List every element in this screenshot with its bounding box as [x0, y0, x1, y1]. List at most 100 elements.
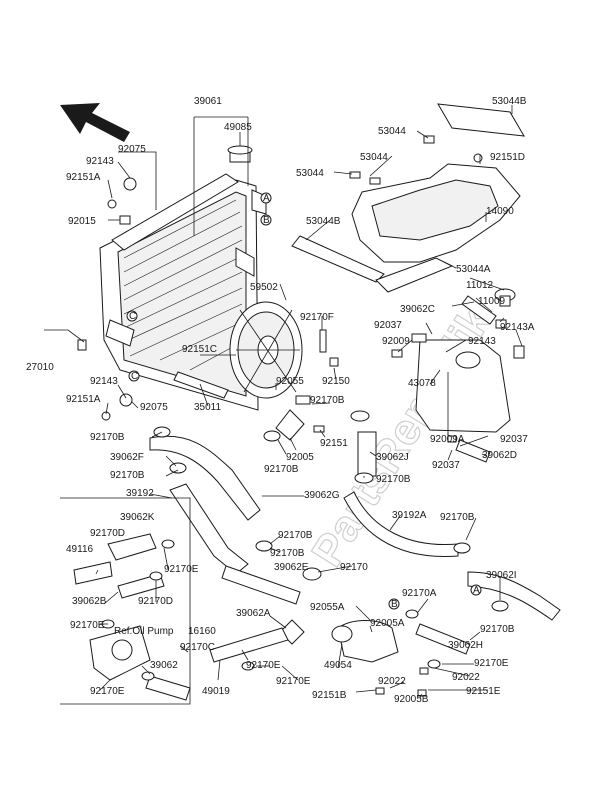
label-53044b-lower: 53044B	[306, 216, 341, 227]
label-92151: 92151	[320, 438, 348, 449]
label-92151c: 92151C	[182, 344, 217, 355]
label-53044a: 53044A	[456, 264, 491, 275]
label-27010: 27010	[26, 362, 54, 373]
label-92150: 92150	[322, 376, 350, 387]
thermostat-housing-92055a	[337, 620, 399, 663]
drain-plug-27010	[77, 339, 87, 351]
label-53044b-top: 53044B	[492, 96, 527, 107]
label-92170: 92170	[340, 562, 368, 573]
label-92170b-fan: 92170B	[264, 464, 299, 475]
radiator	[77, 145, 267, 411]
hose-clamps	[101, 410, 509, 681]
label-92170b-right: 92170B	[440, 512, 475, 523]
part-labels: 39061 49085 92075 92143 92151A 92015 530…	[26, 96, 535, 705]
label-92005b: 92005B	[394, 694, 429, 705]
label-92170b-j: 92170B	[376, 474, 411, 485]
label-53044-top: 53044	[378, 126, 406, 137]
radiator-shroud-covers	[291, 103, 525, 293]
label-39062a: 39062A	[236, 608, 271, 619]
label-59502: 59502	[250, 282, 278, 293]
label-39192: 39192	[126, 488, 154, 499]
label-92170b-lower2: 92170B	[270, 548, 305, 559]
label-92143-lower: 92143	[90, 376, 118, 387]
label-92005: 92005	[286, 452, 314, 463]
label-92170f: 92170F	[300, 312, 334, 323]
callout-a-lower	[470, 584, 482, 596]
hose-39192a	[343, 491, 459, 557]
hose-39062j	[357, 431, 377, 477]
pipe-49019	[209, 627, 289, 663]
label-39062c: 39062C	[400, 304, 435, 315]
label-92015: 92015	[68, 216, 96, 227]
label-92022-left: 92022	[378, 676, 406, 687]
callout-c-upper-label: C	[129, 311, 136, 322]
hose-39062k	[107, 533, 157, 561]
oil-pump-area-box	[60, 497, 191, 705]
label-11012: 11012	[466, 280, 494, 291]
label-92143-upper: 92143	[86, 156, 114, 167]
label-92170e-box: 92170E	[164, 564, 199, 575]
hose-39062b	[117, 573, 165, 599]
label-92170e-pump: 92170E	[70, 620, 105, 631]
label-92005a: 92005A	[370, 618, 405, 629]
label-92037-lower: 92037	[432, 460, 460, 471]
label-92170b-lower1: 92170B	[278, 530, 313, 541]
label-92170e-bottom: 92170E	[90, 686, 125, 697]
label-92075-lower: 92075	[140, 402, 168, 413]
label-92170b-thermo: 92170B	[480, 624, 515, 635]
label-92151b: 92151B	[312, 690, 347, 701]
label-39062i: 39062I	[486, 570, 517, 581]
callout-a-top-label: A	[263, 193, 270, 204]
label-92151d: 92151D	[490, 152, 525, 163]
callout-markers: A B C C B A	[126, 192, 482, 610]
trim-strip-53044b	[291, 235, 385, 283]
label-39061: 39061	[194, 96, 222, 107]
label-92170b-center: 92170B	[310, 395, 345, 406]
label-39062: 39062	[150, 660, 178, 671]
callout-b-top-label: B	[263, 215, 270, 226]
callout-b-lower-label: B	[391, 599, 398, 610]
callout-a-top	[260, 192, 272, 204]
label-92170b-hose: 92170B	[110, 470, 145, 481]
hose-joint-92005	[275, 409, 305, 441]
label-43078: 43078	[408, 378, 436, 389]
radiator-core-fins	[123, 199, 243, 371]
callout-b-lower	[388, 598, 400, 610]
label-16160: 16160	[188, 626, 216, 637]
label-92151a-lower: 92151A	[66, 394, 101, 405]
label-92170d-lower: 92170D	[138, 596, 173, 607]
label-35011: 35011	[194, 402, 222, 413]
callout-c-upper	[126, 310, 138, 322]
callout-c-lower	[128, 370, 140, 382]
hose-39062h	[415, 623, 471, 655]
label-92170d-upper: 92170D	[90, 528, 125, 539]
reservoir-tank	[415, 288, 516, 438]
label-49085: 49085	[224, 122, 252, 133]
coolant-hoses	[149, 247, 561, 621]
pipe-49116	[73, 561, 113, 585]
label-39062j: 39062J	[376, 452, 409, 463]
hose-39062d	[455, 439, 491, 463]
label-39062h: 39062H	[448, 640, 483, 651]
label-39062b: 39062B	[72, 596, 107, 607]
label-92151a-upper: 92151A	[66, 172, 101, 183]
thermostat-49054	[331, 625, 353, 643]
front-direction-arrow-icon	[60, 103, 130, 142]
hose-39192	[169, 483, 249, 575]
label-39062f: 39062F	[110, 452, 144, 463]
label-92009: 92009	[382, 336, 410, 347]
label-92009a: 92009A	[430, 434, 465, 445]
hose-39062i	[467, 571, 561, 621]
label-92055: 92055	[276, 376, 304, 387]
callout-a-lower-label: A	[473, 585, 480, 596]
label-92055a: 92055A	[310, 602, 345, 613]
label-92022-right: 92022	[452, 672, 480, 683]
label-92143-right: 92143	[468, 336, 496, 347]
small-hardware	[101, 177, 525, 697]
label-92143a: 92143A	[500, 322, 535, 333]
thermostat-assembly	[209, 619, 471, 663]
label-92170e-lower: 92170E	[276, 676, 311, 687]
trim-strip-53044a	[375, 257, 454, 293]
label-53044-left: 53044	[296, 168, 324, 179]
